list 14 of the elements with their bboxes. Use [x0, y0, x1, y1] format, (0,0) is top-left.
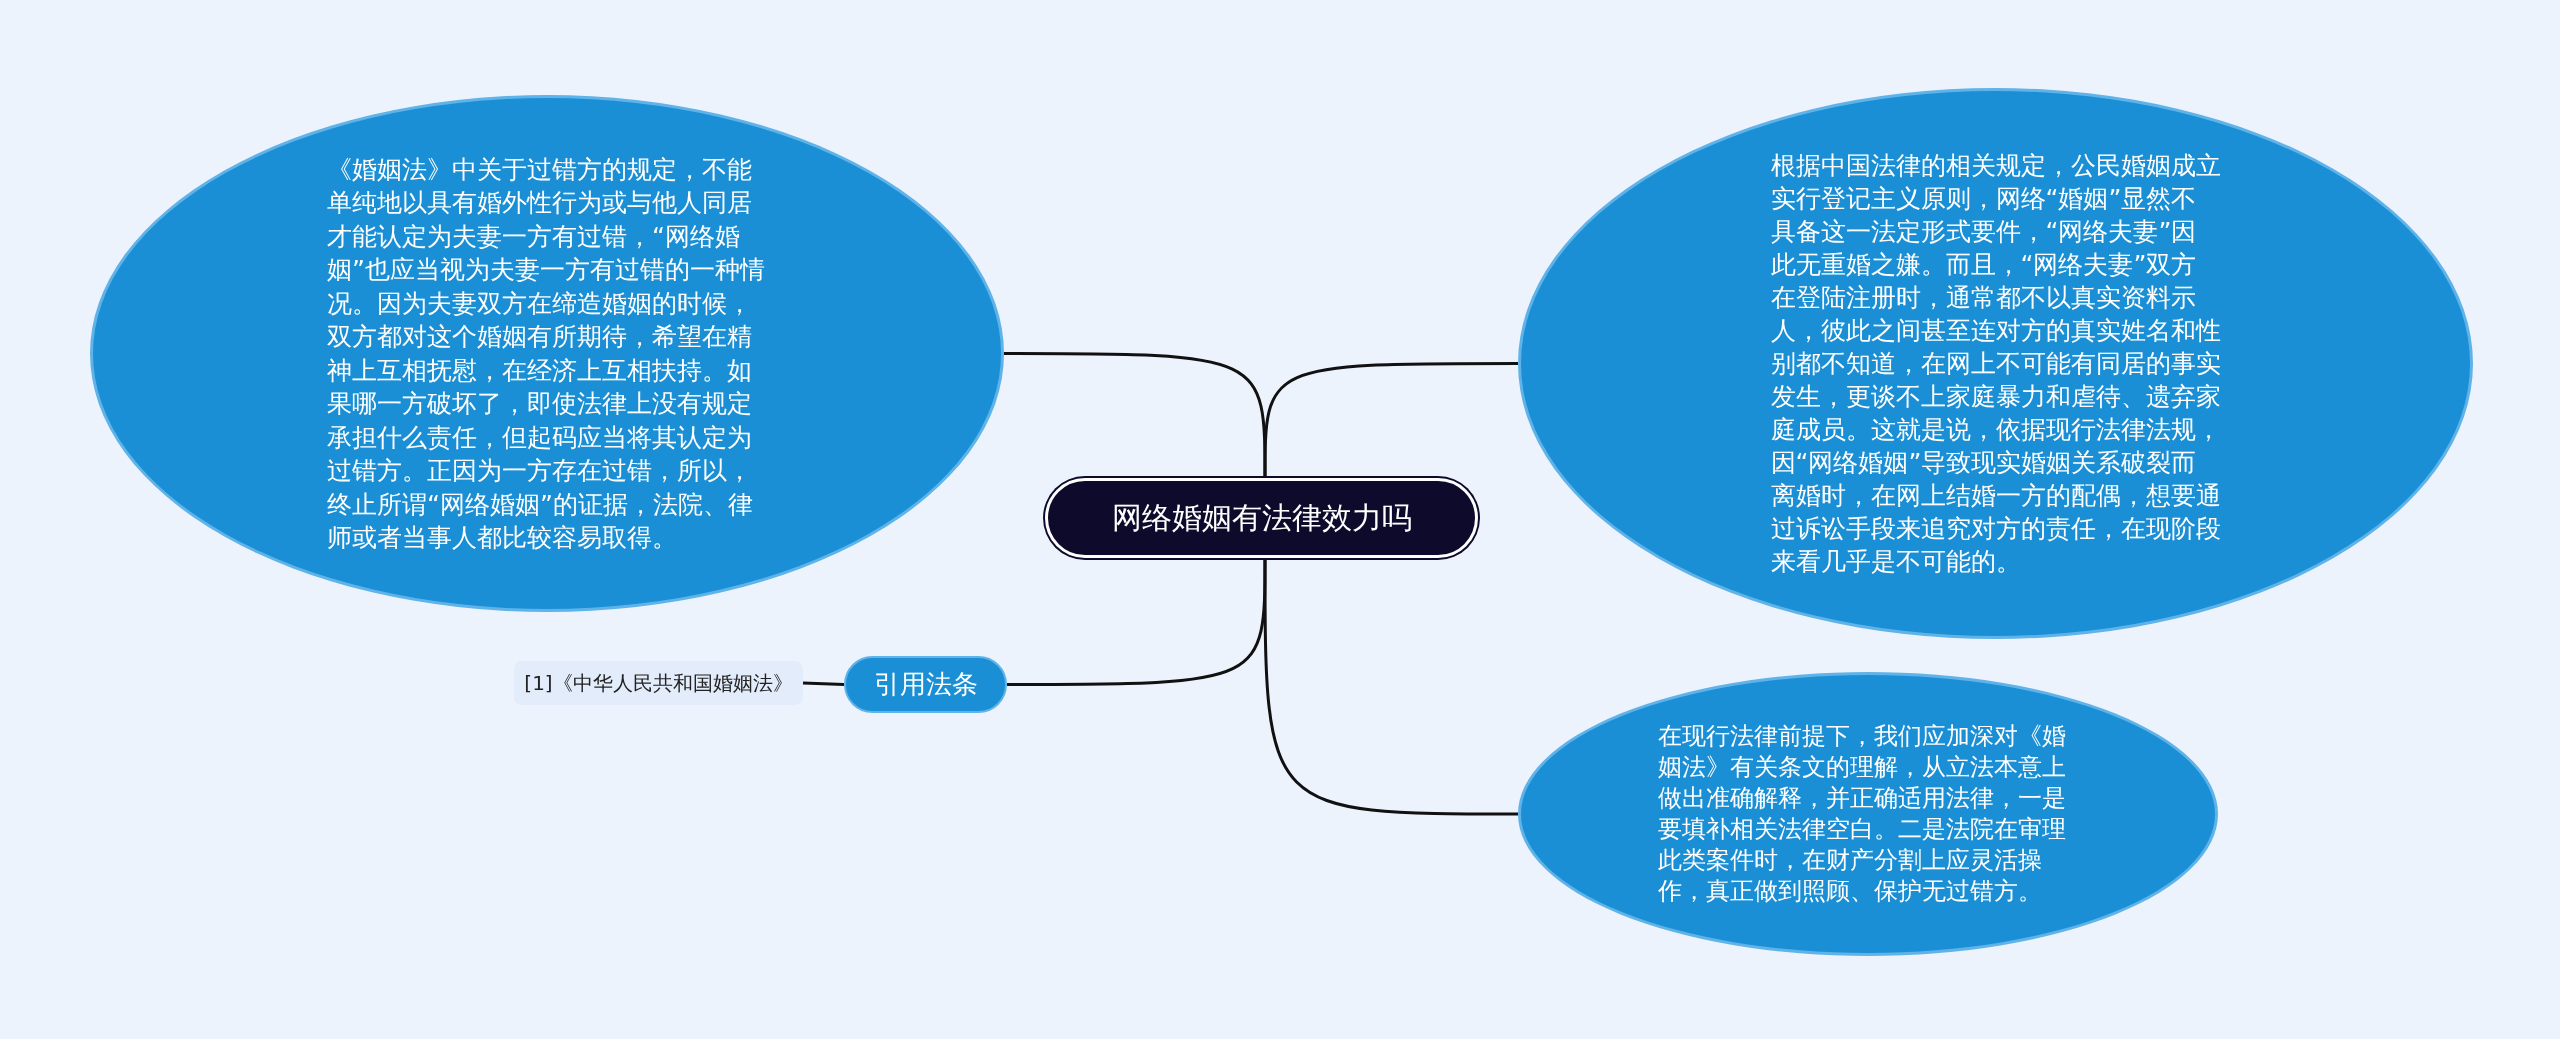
- topic-pill: [844, 656, 1007, 713]
- connector-line: [1263, 558, 1518, 816]
- central-topic: [1045, 478, 1478, 558]
- connector-line: [1007, 558, 1267, 686]
- paragraph: 根据中国法律的相关规定，公民婚姻成立实行登记主义原则，网络“婚姻”显然不具备这一法定形式要件，“网络夫妻”因此无重婚之嫌。而且，“网络夫妻”双方在登陆注册时，通常都不以真实资料示人，彼此之间甚至连对方的真实姓名和性别都不知道，在网上不可能有同居的事实发生，更谈不上家庭暴力和虐待、遗弃家庭成员。这就是说，依据现行法律法规，因“网络婚姻”导致现实婚姻关系破裂而离婚时，在网上结婚一方的配偶，想要通过诉讼手段来追究对方的责任，在现阶段来看几乎是不可能的。: [1770, 150, 2221, 578]
- connector-line: [1263, 362, 1518, 478]
- topic-title: 网络婚姻有法律效力吗: [1111, 498, 1412, 537]
- reference-text: [1]《中华人民共和国婚姻法》: [524, 669, 793, 697]
- paragraph: 《婚姻法》中关于过错方的规定，不能单纯地以具有婚外性行为或与他人同居才能认定为夫妻一方有过错，“网络婚姻”也应当视为夫妻一方有过错的一种情况。因为夫妻双方在缔造婚姻的时候，双方都对这个婚姻有所期待，希望在精神上互相抚慰，在经济上互相扶持。如果哪一方破坏了，即使法律上没有规定承担什么责任，但起码应当将其认定为过错方。正因为一方存在过错，所以，终止所谓“网络婚姻”的证据，法院、律师或者当事人都比较容易取得。: [327, 153, 766, 554]
- paragraph: 在现行法律前提下，我们应加深对《婚姻法》有关条文的理解，从立法本意上做出准确解释，并正确适用法律，一是要填补相关法律空白。二是法院在审理此类案件时，在财产分割上应灵活操作，真正做到照顾、保护无过错方。: [1658, 721, 2067, 907]
- connector-line: [802, 681, 845, 686]
- topic-title: 引用法条: [873, 668, 978, 701]
- connector-line: [1004, 352, 1267, 478]
- reference-tag: [514, 661, 803, 705]
